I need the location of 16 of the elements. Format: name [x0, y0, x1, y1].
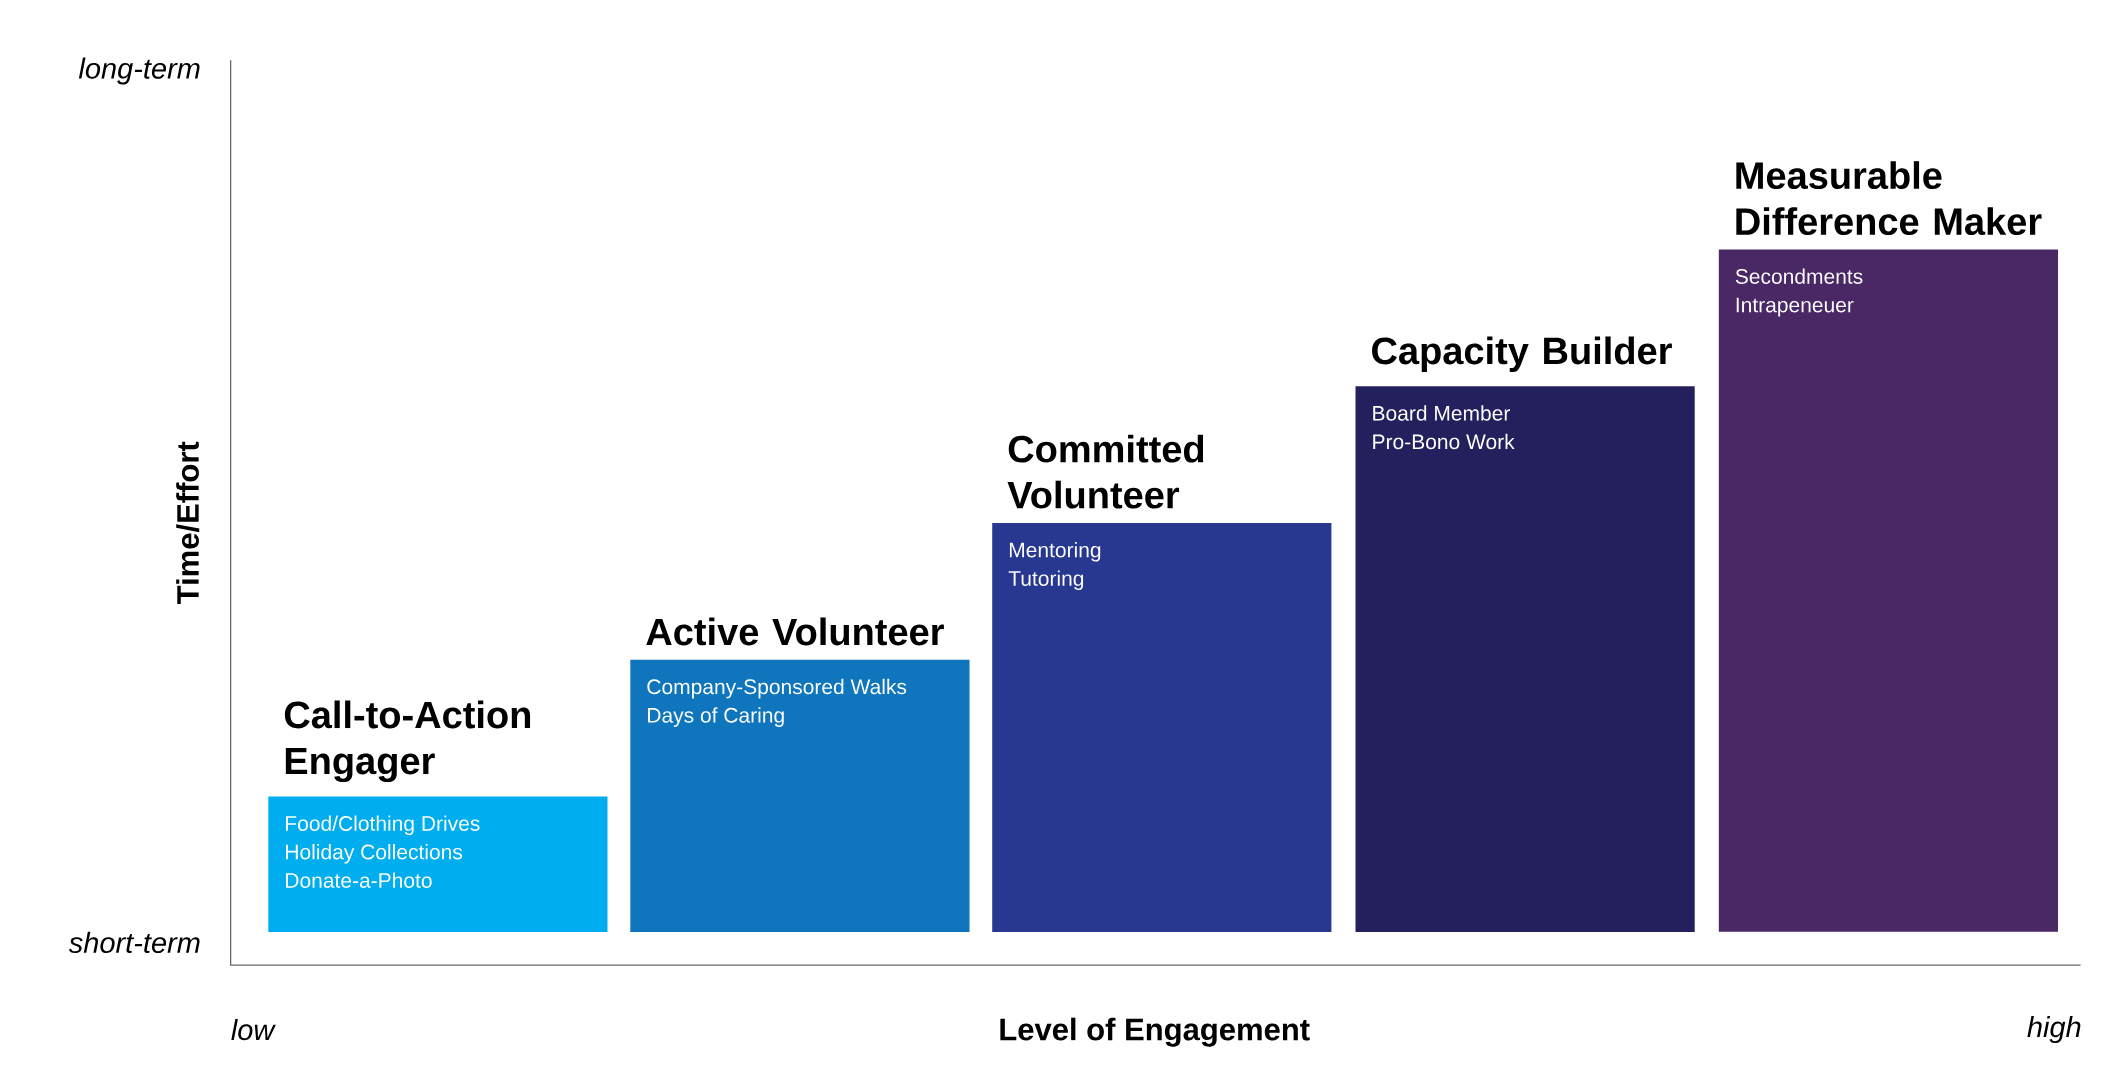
axis-label: Level of Engagement	[1000, 1017, 1310, 1047]
bar-heading: Capacity Builder	[1372, 336, 1672, 372]
bar-heading: Call-to-Action Engager	[284, 700, 531, 783]
axis-label: Time/Effort	[176, 441, 200, 604]
axis-label: short-term	[68, 931, 200, 954]
axis-label: long-term	[78, 57, 200, 85]
axis-label: low	[231, 1018, 276, 1041]
bar: Mentoring Tutoring	[992, 523, 1332, 932]
bar-heading: Active Volunteer	[646, 617, 944, 646]
bar-heading: Committed Volunteer	[1007, 434, 1204, 509]
bar: Board Member Pro-Bono Work	[1355, 386, 1695, 932]
bar: Food/Clothing Drives Holiday Collections Donate-a-Photo	[268, 796, 608, 932]
bar-heading: Measurable Difference Maker	[1736, 161, 2042, 236]
axis-label: high	[2027, 1016, 2081, 1044]
bar: Company-Sponsored Walks Days of Caring	[630, 659, 970, 932]
bar: Secondments Intrapeneuer	[1718, 249, 2058, 932]
